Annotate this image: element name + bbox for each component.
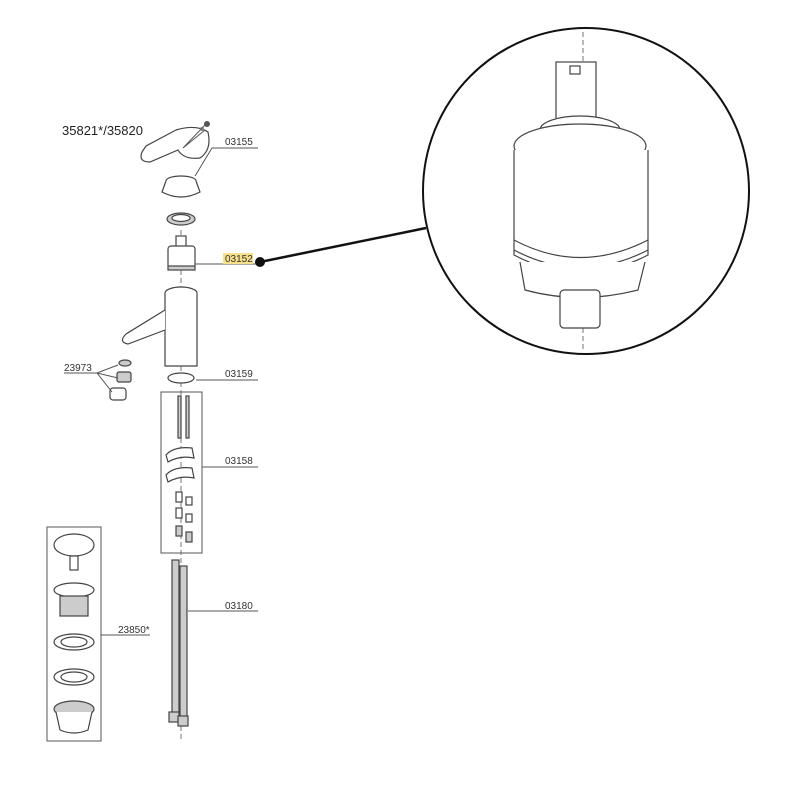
cap-part[interactable] <box>161 175 201 198</box>
label-23973[interactable]: 23973 <box>64 363 92 374</box>
label-23850[interactable]: 23850* <box>118 625 150 636</box>
handle-part[interactable] <box>140 121 210 163</box>
o-ring-part[interactable] <box>167 372 195 384</box>
hoses-part[interactable] <box>168 559 189 727</box>
callout-line <box>259 226 427 264</box>
nut-part[interactable] <box>166 212 196 226</box>
diagram-title: 35821*/35820 <box>62 123 143 138</box>
label-03158[interactable]: 03158 <box>225 456 253 467</box>
mounting-kit-part[interactable] <box>160 391 203 554</box>
label-03180[interactable]: 03180 <box>225 601 253 612</box>
magnified-cartridge-view <box>422 27 750 355</box>
label-highlight <box>223 253 253 264</box>
label-03155[interactable]: 03155 <box>225 137 253 148</box>
cartridge-part[interactable] <box>167 235 196 271</box>
aerator-part[interactable] <box>109 359 132 401</box>
drain-part[interactable] <box>46 526 102 742</box>
label-03159[interactable]: 03159 <box>225 369 253 380</box>
faucet-body-part[interactable] <box>121 286 198 367</box>
label-03152[interactable]: 03152 <box>225 254 253 265</box>
